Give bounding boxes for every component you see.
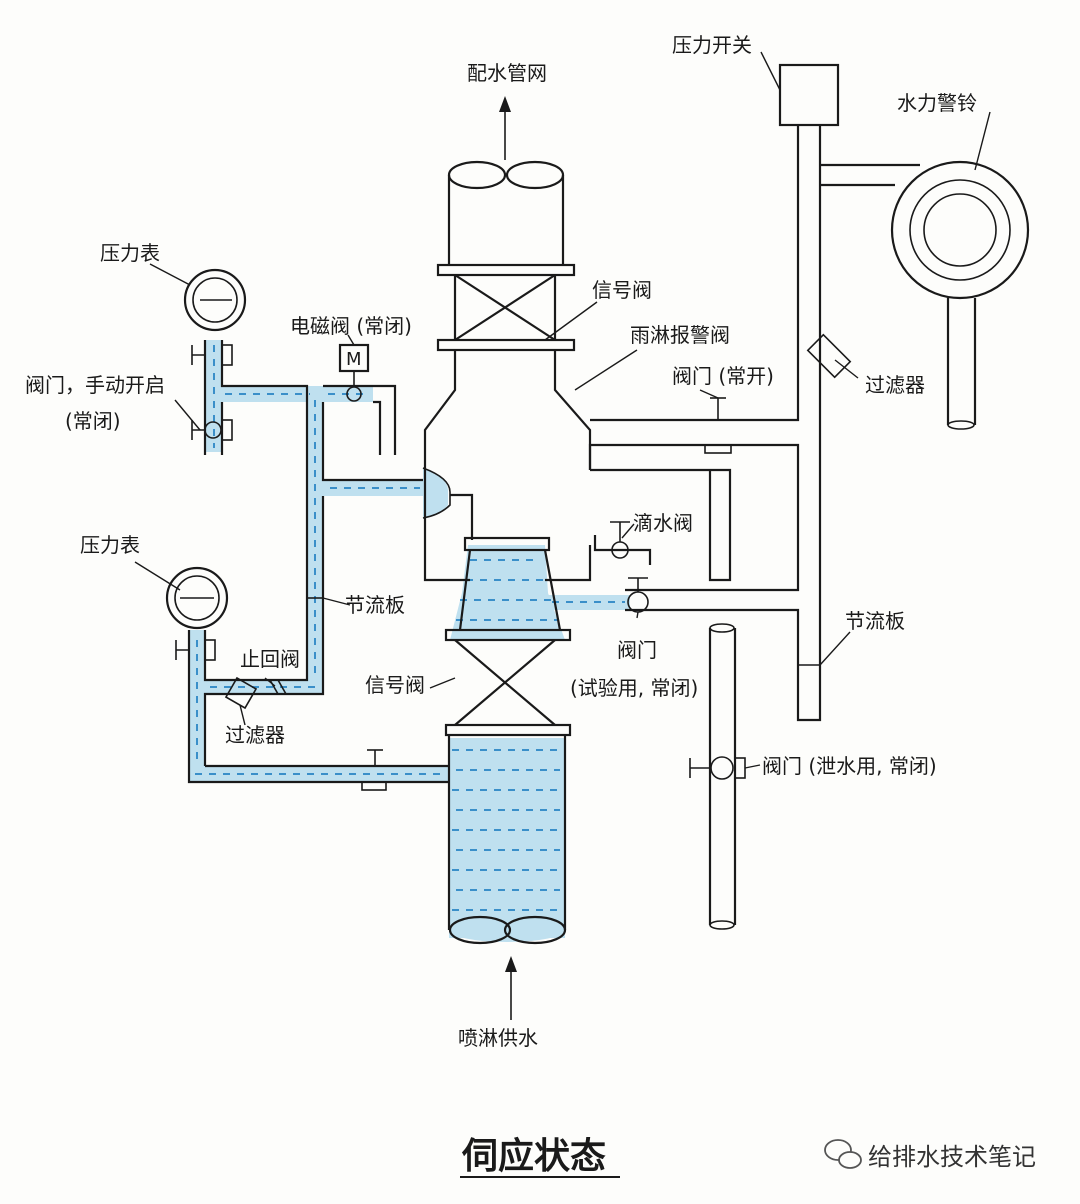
label-distribution-network: 配水管网 <box>467 61 547 85</box>
label-deluge-valve: 雨淋报警阀 <box>630 323 730 347</box>
priming-piping: M <box>165 268 449 791</box>
diagram-title: 伺应状态 <box>461 1136 606 1177</box>
label-sprinkler-supply: 喷淋供水 <box>458 1026 538 1050</box>
labels: 配水管网 压力开关 水力警铃 压力表 电磁阀 (常闭) 信号阀 雨淋报警阀 阀门… <box>25 33 977 1050</box>
label-drip-valve: 滴水阀 <box>633 511 693 535</box>
flow-arrows <box>499 96 517 1020</box>
main-valve-assembly <box>422 160 592 945</box>
alarm-piping <box>588 63 1030 930</box>
label-strainer-right: 过滤器 <box>865 373 925 397</box>
label-pressure-switch: 压力开关 <box>672 33 752 57</box>
label-water-gong: 水力警铃 <box>897 91 977 115</box>
label-orifice-right: 节流板 <box>845 609 905 633</box>
label-valve-normally-open: 阀门 (常开) <box>672 364 774 388</box>
water-dashes <box>195 345 625 911</box>
label-test-valve-1: 阀门 <box>617 638 657 662</box>
label-strainer-left: 过滤器 <box>225 723 285 747</box>
label-manual-valve-2: (常闭) <box>65 409 121 433</box>
label-signal-valve-top: 信号阀 <box>592 278 652 302</box>
label-drain-valve: 阀门 (泄水用, 常闭) <box>762 754 937 778</box>
label-gauge-bottom: 压力表 <box>80 533 140 557</box>
label-test-valve-2: (试验用, 常闭) <box>570 676 698 700</box>
svg-text:M: M <box>346 349 362 370</box>
wechat-icon <box>824 1139 862 1169</box>
leader-lines <box>134 51 991 769</box>
label-check-valve: 止回阀 <box>240 647 300 671</box>
label-solenoid-valve: 电磁阀 (常闭) <box>290 314 412 338</box>
label-gauge-top: 压力表 <box>100 241 160 265</box>
label-signal-valve-bottom: 信号阀 <box>365 673 425 697</box>
label-manual-valve-1: 阀门，手动开启 <box>25 373 165 397</box>
label-orifice-left: 节流板 <box>345 593 405 617</box>
watermark: 给排水技术笔记 <box>824 1139 1036 1171</box>
watermark-text: 给排水技术笔记 <box>868 1143 1036 1171</box>
